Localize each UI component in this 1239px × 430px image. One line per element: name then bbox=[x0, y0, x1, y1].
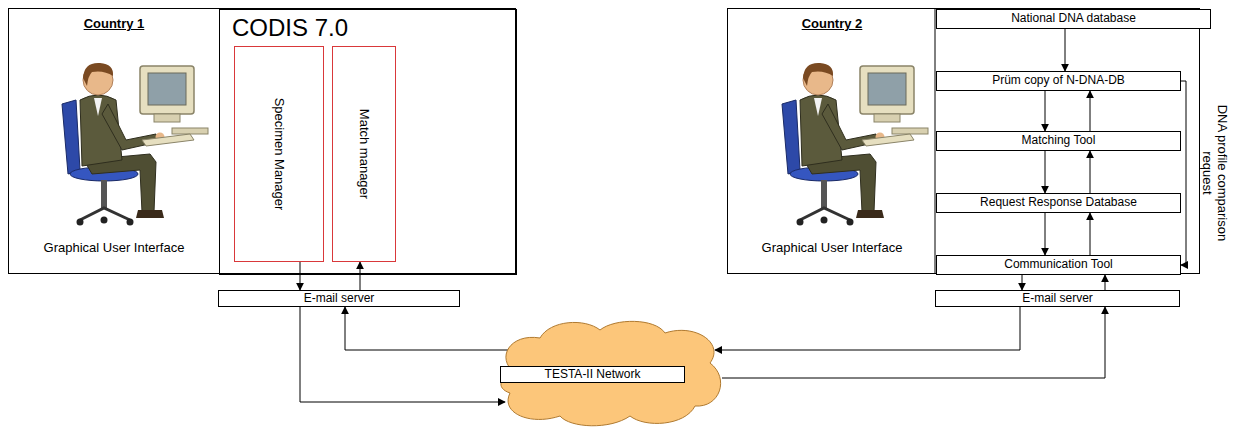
panel-label: Country 1 bbox=[9, 17, 219, 32]
process-box: E-mail server bbox=[935, 290, 1180, 307]
flow-arrow bbox=[715, 307, 1020, 350]
flow-arrow bbox=[1090, 91, 1091, 131]
flow-arrow bbox=[360, 262, 361, 290]
flow-arrow bbox=[722, 307, 1105, 378]
module-box: Match manager bbox=[332, 46, 396, 262]
box-label: National DNA database bbox=[937, 12, 1210, 26]
process-box: Request Response Database bbox=[936, 193, 1181, 213]
edge-label: DNA profile comparison request bbox=[1199, 88, 1229, 258]
module-box: Specimen Manager bbox=[234, 46, 324, 262]
person-illustration bbox=[62, 63, 208, 226]
box-label: Communication Tool bbox=[937, 258, 1180, 272]
flow-arrow bbox=[300, 307, 505, 402]
process-box: E-mail server bbox=[218, 290, 460, 307]
flow-arrow bbox=[1045, 91, 1046, 131]
box-label: Matching Tool bbox=[937, 134, 1180, 148]
flow-arrow bbox=[1045, 213, 1046, 255]
flow-arrow bbox=[300, 262, 301, 290]
person-illustration bbox=[782, 63, 928, 226]
box-label: Prüm copy of N-DNA-DB bbox=[937, 74, 1180, 88]
flow-arrow bbox=[1181, 81, 1186, 265]
box-label: Request Response Database bbox=[937, 196, 1180, 210]
country-panel: Country 1Graphical User InterfaceCODIS 7… bbox=[8, 8, 516, 274]
flow-arrow bbox=[1105, 275, 1106, 290]
box-label: Specimen Manager bbox=[272, 98, 287, 211]
panel-label: Country 2 bbox=[728, 17, 936, 32]
process-box: Communication Tool bbox=[936, 255, 1181, 275]
panel-label: Graphical User Interface bbox=[9, 241, 219, 256]
flow-arrow bbox=[1090, 213, 1091, 255]
process-box: Matching Tool bbox=[936, 131, 1181, 151]
country-panel: CODIS 7.0Specimen Manager Match manager bbox=[219, 9, 517, 275]
flow-arrow bbox=[345, 307, 510, 350]
flow-arrow bbox=[1090, 151, 1091, 193]
box-label: TESTA-II Network bbox=[500, 366, 685, 383]
panel-label: Graphical User Interface bbox=[728, 241, 936, 256]
flow-arrow bbox=[1065, 29, 1066, 71]
box-label: E-mail server bbox=[219, 292, 459, 306]
panel-label: CODIS 7.0 bbox=[232, 14, 348, 42]
network-cloud: TESTA-II Network bbox=[495, 318, 725, 428]
flow-arrow bbox=[1022, 275, 1023, 290]
flow-arrow bbox=[1045, 151, 1046, 193]
country-panel: Country 2Graphical User InterfaceNationa… bbox=[727, 8, 1200, 274]
box-label: Match manager bbox=[357, 109, 372, 199]
box-label: E-mail server bbox=[936, 292, 1179, 306]
process-box: Prüm copy of N-DNA-DB bbox=[936, 71, 1181, 91]
process-box: National DNA database bbox=[936, 9, 1211, 29]
